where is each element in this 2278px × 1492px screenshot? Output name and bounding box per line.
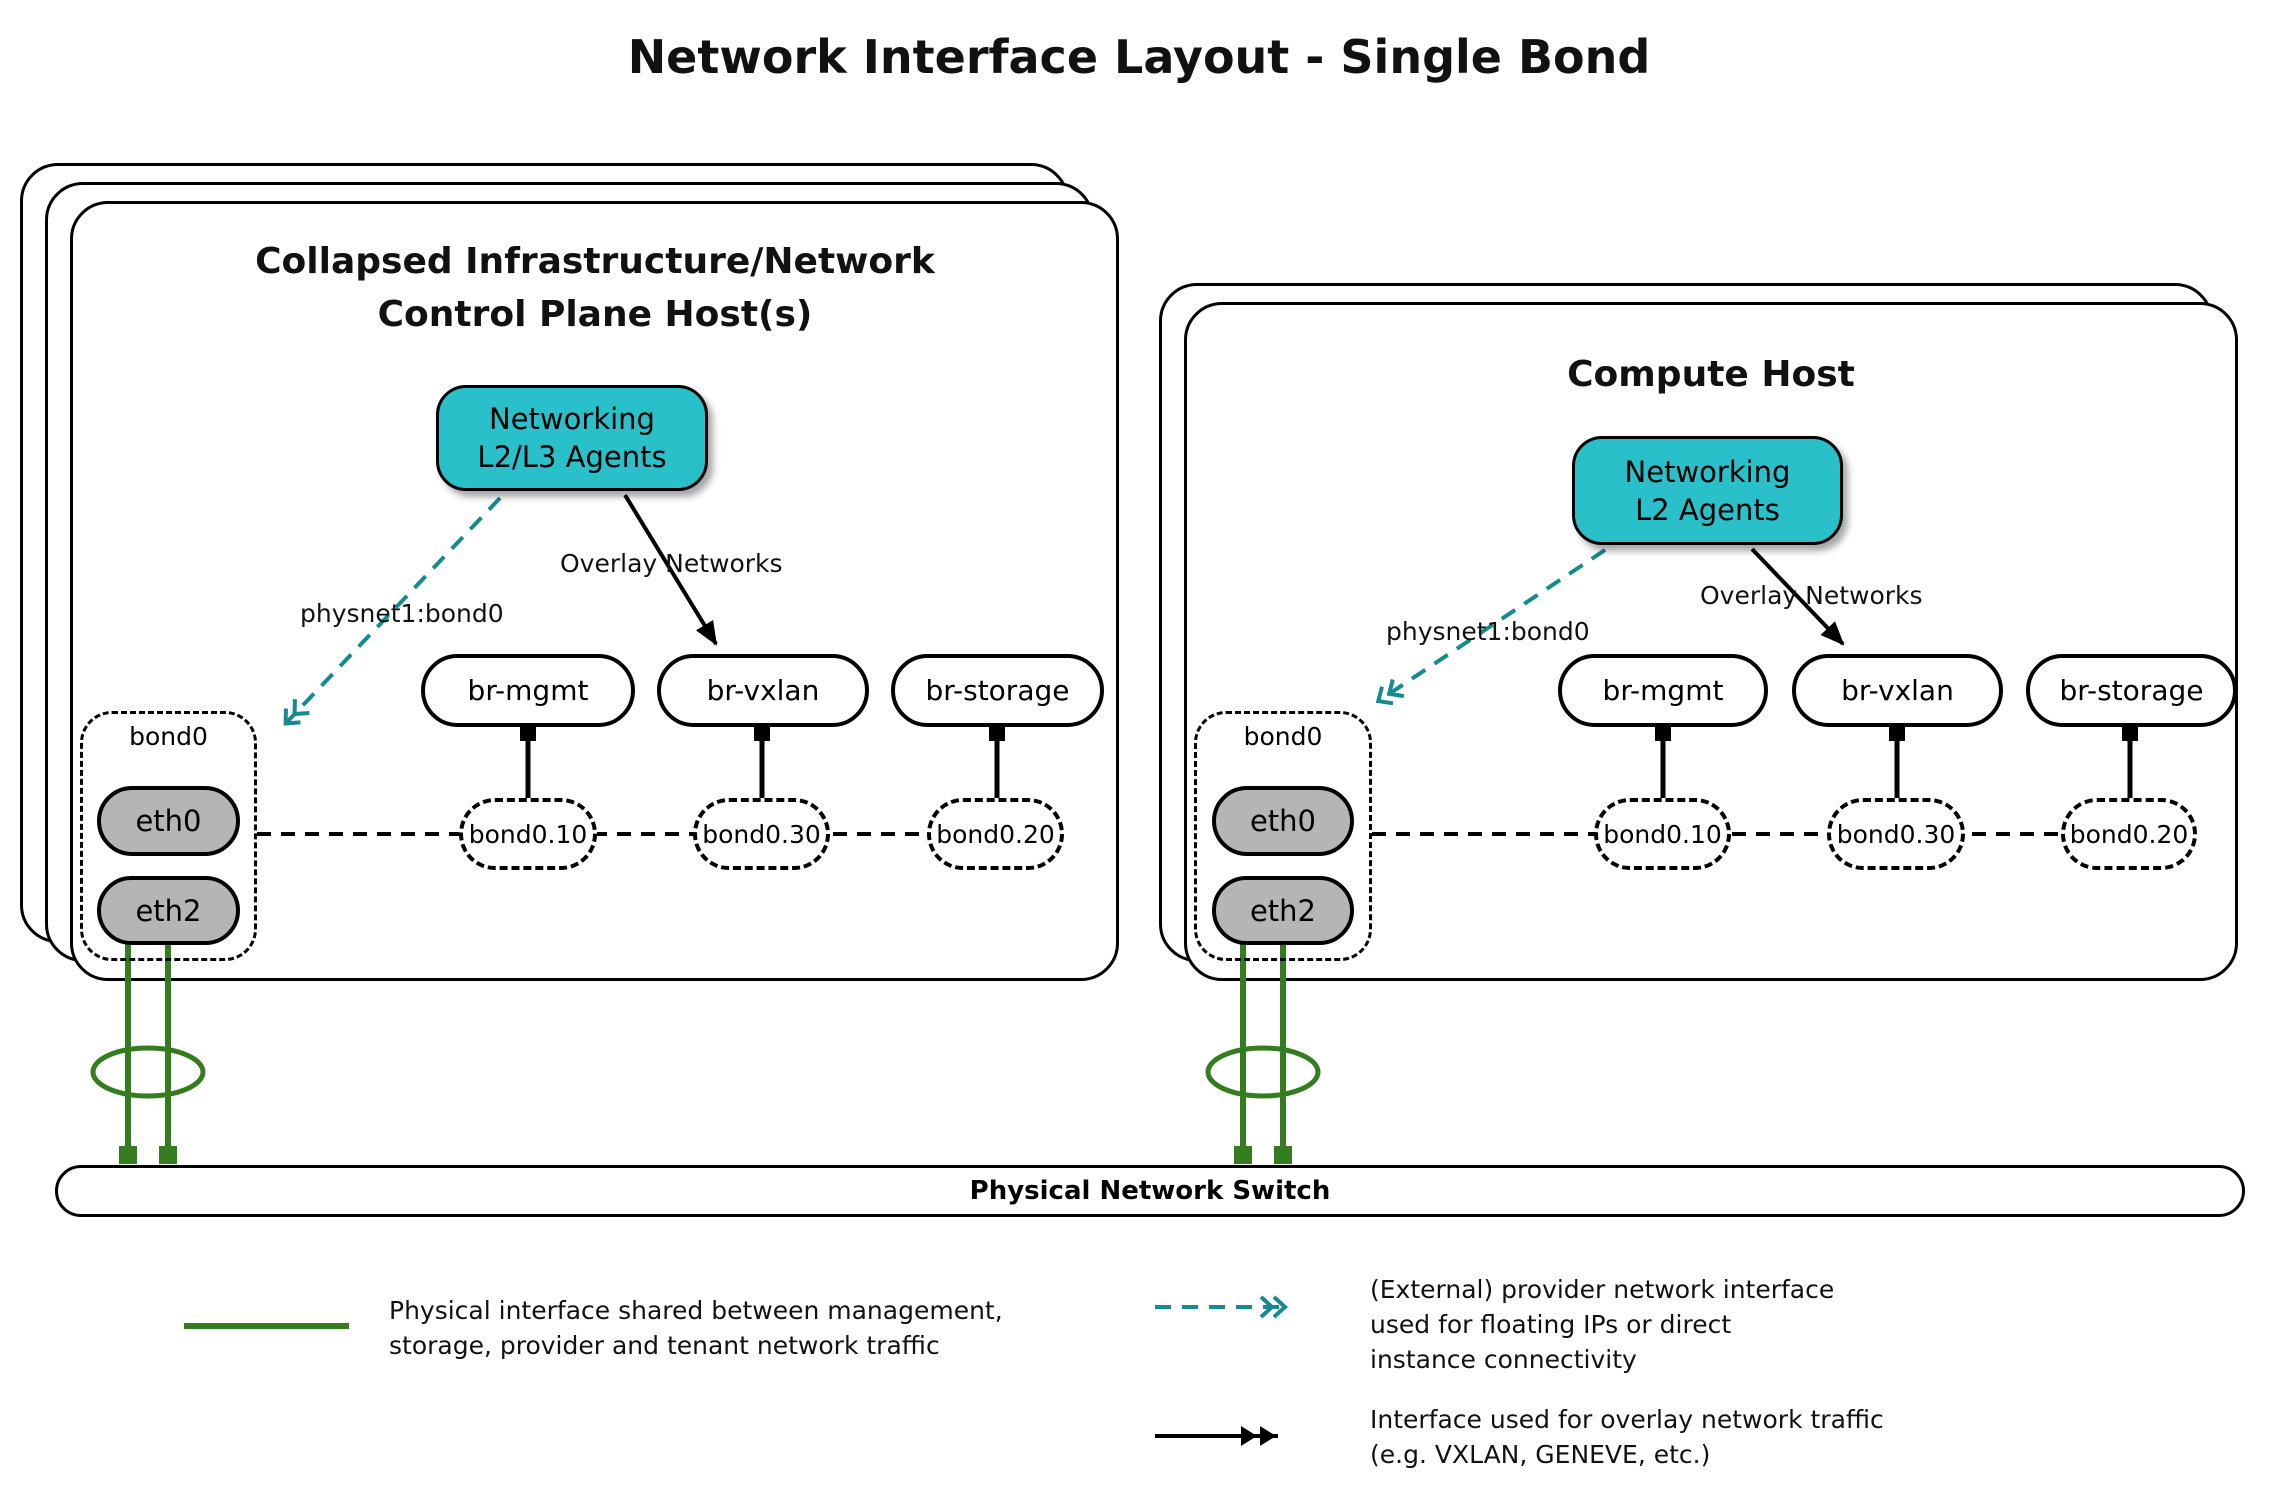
compute-br-mgmt-label: br-mgmt	[1602, 674, 1724, 707]
compute-overlay-arrow	[1750, 547, 1845, 646]
control-agent-label-line2: L2/L3 Agents	[477, 440, 667, 474]
control-bridge-port-squares	[520, 725, 1005, 741]
compute-agent-label-line2: L2 Agents	[1635, 492, 1780, 527]
control-vlan-bond0-20: bond0.20	[927, 798, 1064, 870]
control-agent-label-line1: Networking	[489, 402, 655, 436]
control-br-storage-label: br-storage	[925, 674, 1070, 707]
compute-eth0-label: eth0	[1249, 804, 1317, 838]
legend-physical-line1: Physical interface shared between manage…	[389, 1296, 1003, 1325]
compute-br-vxlan-label: br-vxlan	[1841, 674, 1954, 707]
control-host-title: Collapsed Infrastructure/Network Control…	[120, 235, 1070, 341]
compute-vlan-bond0-10: bond0.10	[1594, 798, 1731, 870]
legend-physical-line2: storage, provider and tenant network tra…	[389, 1331, 940, 1360]
control-eth2-label: eth2	[135, 893, 202, 928]
control-physical-links	[125, 942, 171, 1152]
compute-physical-links	[1240, 942, 1286, 1152]
compute-vlan-bond0-20: bond0.20	[2061, 798, 2197, 870]
compute-vlan-bond0-10-label: bond0.10	[1603, 819, 1722, 849]
compute-bridge-br-storage: br-storage	[2026, 654, 2237, 727]
compute-physnet-label: physnet1:bond0	[1386, 617, 1590, 646]
control-bond-loop	[90, 1045, 206, 1099]
compute-host-title: Compute Host	[1251, 348, 2171, 401]
compute-bridge-port-squares	[1655, 725, 2138, 741]
control-overlay-networks-label: Overlay Networks	[560, 549, 783, 578]
compute-agent-label-line1: Networking	[1624, 454, 1791, 489]
control-overlay-arrow	[623, 493, 718, 646]
compute-bond0-label: bond0	[1243, 722, 1323, 751]
compute-bridge-br-vxlan: br-vxlan	[1792, 654, 2003, 727]
control-br-mgmt-label: br-mgmt	[467, 674, 589, 707]
legend-provider-text: (External) provider network interface us…	[1370, 1272, 1834, 1377]
control-networking-agents-box: Networking L2/L3 Agents	[436, 385, 708, 491]
control-bridge-br-storage: br-storage	[891, 654, 1104, 727]
control-nic-eth0: eth0	[97, 786, 240, 856]
control-provider-arrow	[283, 496, 502, 726]
legend-overlay-line2: (e.g. VXLAN, GENEVE, etc.)	[1370, 1440, 1711, 1469]
diagram-title: Network Interface Layout - Single Bond	[627, 30, 1651, 84]
control-vlan-bond0-20-label: bond0.20	[936, 819, 1055, 849]
legend-provider-line2: used for floating IPs or direct	[1370, 1310, 1732, 1339]
control-vlan-bond0-30: bond0.30	[693, 798, 830, 870]
control-bridge-port-connectors	[525, 739, 1000, 800]
compute-nic-eth0: eth0	[1212, 786, 1354, 856]
control-bridge-br-vxlan: br-vxlan	[657, 654, 869, 727]
control-bond0-label: bond0	[129, 722, 208, 751]
legend-overlay-line1: Interface used for overlay network traff…	[1370, 1405, 1884, 1434]
compute-bridge-port-connectors	[1660, 739, 2133, 800]
control-vlan-bond0-10-label: bond0.10	[468, 819, 588, 849]
compute-bond-loop	[1205, 1045, 1321, 1099]
compute-bridge-br-mgmt: br-mgmt	[1558, 654, 1768, 727]
control-host-title-line1: Collapsed Infrastructure/Network	[255, 241, 935, 282]
compute-provider-arrow	[1375, 548, 1607, 706]
control-br-vxlan-label: br-vxlan	[706, 674, 820, 707]
compute-eth2-label: eth2	[1249, 893, 1317, 928]
control-bridge-br-mgmt: br-mgmt	[421, 654, 635, 727]
legend-provider-line1: (External) provider network interface	[1370, 1275, 1835, 1304]
control-eth0-label: eth0	[135, 804, 202, 838]
control-vlan-bond0-10: bond0.10	[459, 798, 597, 870]
control-switch-ports	[119, 1146, 177, 1164]
control-vlan-bond0-30-label: bond0.30	[702, 819, 821, 849]
physical-network-switch-label: Physical Network Switch	[969, 1176, 1331, 1206]
compute-vlan-bond0-30: bond0.30	[1827, 798, 1965, 870]
compute-overlay-networks-label: Overlay Networks	[1700, 581, 1923, 610]
legend-overlay-text: Interface used for overlay network traff…	[1370, 1402, 1884, 1472]
legend-provider-line3: instance connectivity	[1370, 1345, 1637, 1374]
control-host-title-line2: Control Plane Host(s)	[377, 294, 813, 335]
compute-host-box	[1184, 302, 2238, 981]
compute-switch-ports	[1234, 1146, 1292, 1164]
control-nic-eth2: eth2	[97, 876, 240, 945]
control-physnet-label: physnet1:bond0	[300, 599, 504, 628]
compute-br-storage-label: br-storage	[2059, 674, 2204, 707]
compute-host-title-line1: Compute Host	[1567, 354, 1855, 395]
compute-vlan-bond0-20-label: bond0.20	[2069, 819, 2189, 849]
compute-nic-eth2: eth2	[1212, 876, 1354, 945]
compute-bond0-group	[1194, 711, 1372, 961]
control-bond0-group	[80, 711, 257, 961]
legend-physical-text: Physical interface shared between manage…	[389, 1293, 1003, 1363]
compute-vlan-bond0-30-label: bond0.30	[1836, 819, 1956, 849]
compute-networking-agents-box: Networking L2 Agents	[1572, 436, 1843, 545]
physical-network-switch: Physical Network Switch	[55, 1165, 2245, 1217]
